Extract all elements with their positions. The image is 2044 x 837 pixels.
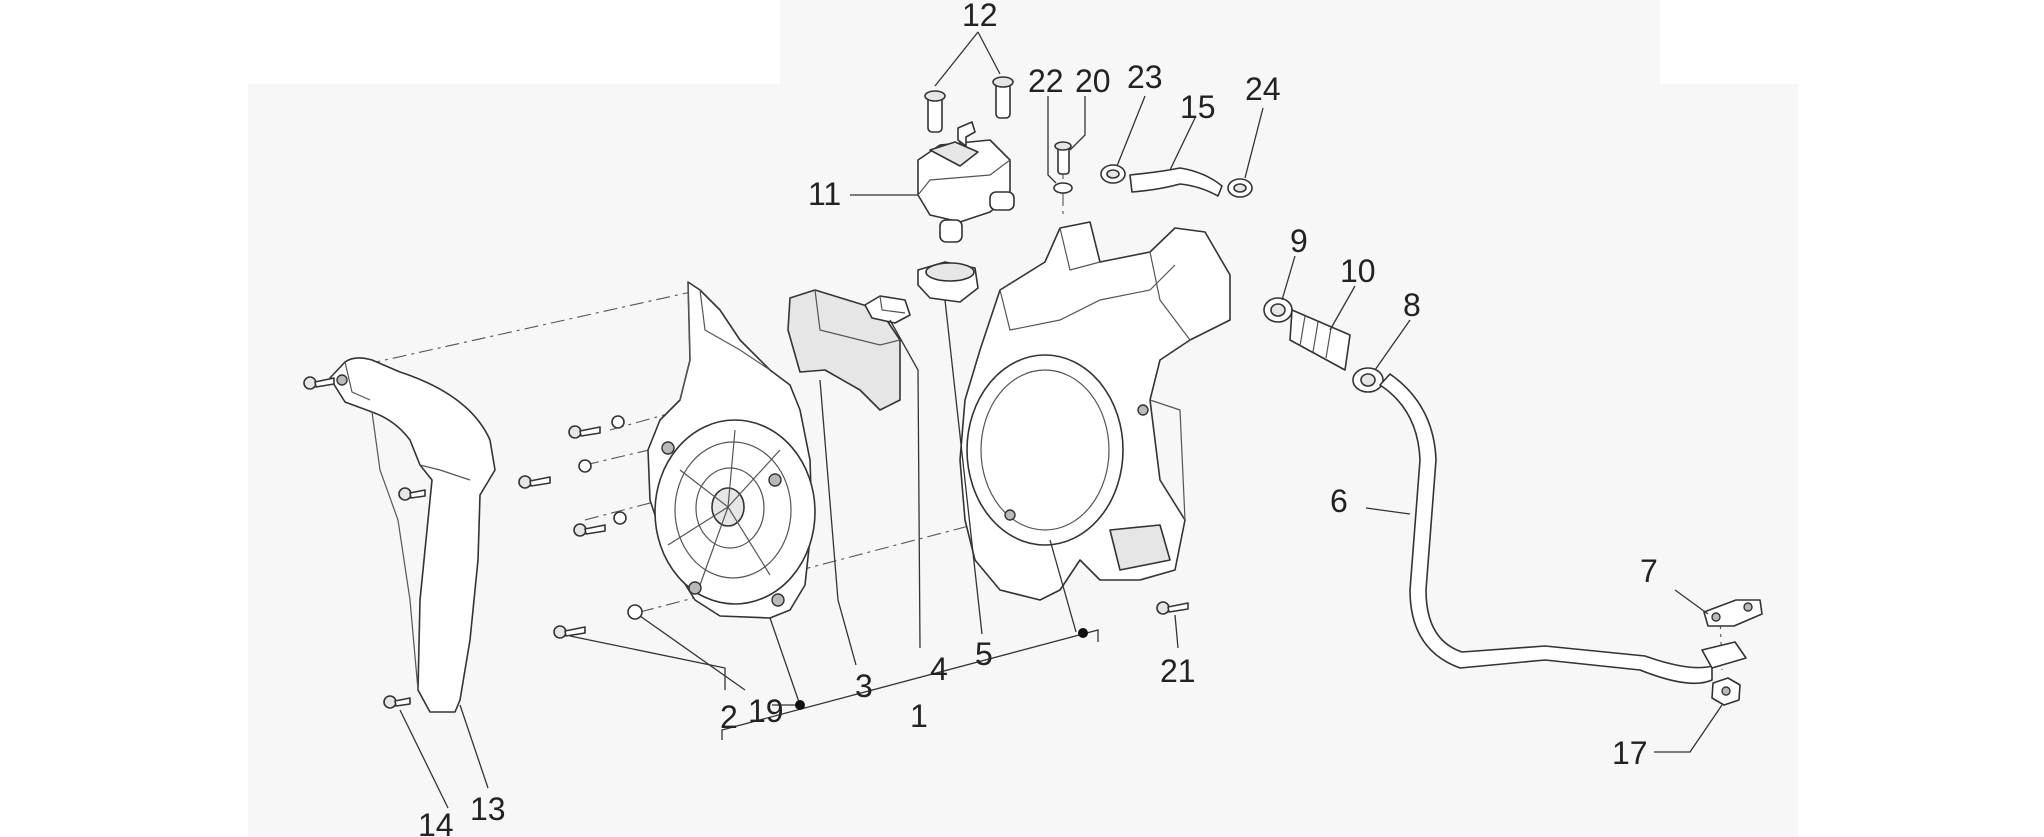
callout-15: 15 — [1180, 89, 1216, 125]
callout-labels: 12 11 22 20 23 15 24 9 10 8 6 7 17 14 13… — [418, 0, 1658, 837]
callout-4: 4 — [930, 651, 948, 687]
valve-screws-part-12 — [924, 76, 1014, 133]
screw-cover-mid — [398, 487, 426, 501]
hose-and-clamps-parts-15-23-24 — [1100, 164, 1253, 198]
callout-19: 19 — [748, 693, 784, 729]
callout-1: 1 — [910, 698, 928, 734]
screw-part-21 — [1156, 601, 1189, 615]
screw-left-top — [303, 376, 335, 390]
callout-10: 10 — [1340, 253, 1376, 289]
callout-3: 3 — [855, 668, 873, 704]
nut-part-17 — [1711, 677, 1741, 706]
screw-inner-3 — [573, 511, 627, 537]
background-panel-top — [780, 0, 1660, 84]
main-housing-part-1 — [959, 221, 1231, 601]
callout-12: 12 — [962, 0, 998, 33]
callout-20: 20 — [1075, 63, 1111, 99]
leader-dot-cover — [795, 700, 805, 710]
callout-23: 23 — [1127, 59, 1163, 95]
fastener-set — [303, 376, 1189, 709]
callout-22: 22 — [1028, 63, 1064, 99]
callout-14: 14 — [418, 807, 454, 837]
air-valve-part-11 — [917, 121, 1015, 243]
callout-17: 17 — [1612, 735, 1648, 771]
pipe-part-6 — [1379, 373, 1747, 685]
leader-dot-housing — [1078, 628, 1088, 638]
callout-13-visible: 13 — [470, 791, 506, 827]
callout-9: 9 — [1290, 223, 1308, 259]
screw-part-14 — [383, 695, 411, 709]
screw-inner-2 — [518, 459, 592, 489]
callout-8: 8 — [1403, 287, 1421, 323]
callout-11: 11 — [808, 176, 841, 212]
washer-part-19 — [627, 604, 643, 620]
inner-cover-part-2 — [647, 281, 816, 619]
outer-cover-part-13 — [329, 357, 496, 713]
sleeve-and-clamps-parts-8-9-10 — [1263, 297, 1384, 393]
screw-part-2-bottom — [553, 625, 586, 639]
callout-7: 7 — [1640, 553, 1658, 589]
callout-24: 24 — [1245, 71, 1281, 107]
clip-part-4 — [864, 295, 911, 324]
foam-seal-part-3 — [787, 289, 901, 411]
screw-and-washer-parts-20-22 — [1053, 141, 1073, 194]
callout-21: 21 — [1160, 653, 1196, 689]
screw-inner-1 — [568, 415, 625, 439]
callout-6: 6 — [1330, 483, 1348, 519]
grommet-part-5 — [917, 261, 979, 303]
callout-2: 2 — [720, 699, 738, 735]
callout-5: 5 — [975, 636, 993, 672]
leader-lines — [399, 31, 1723, 809]
gasket-part-7 — [1703, 599, 1763, 627]
